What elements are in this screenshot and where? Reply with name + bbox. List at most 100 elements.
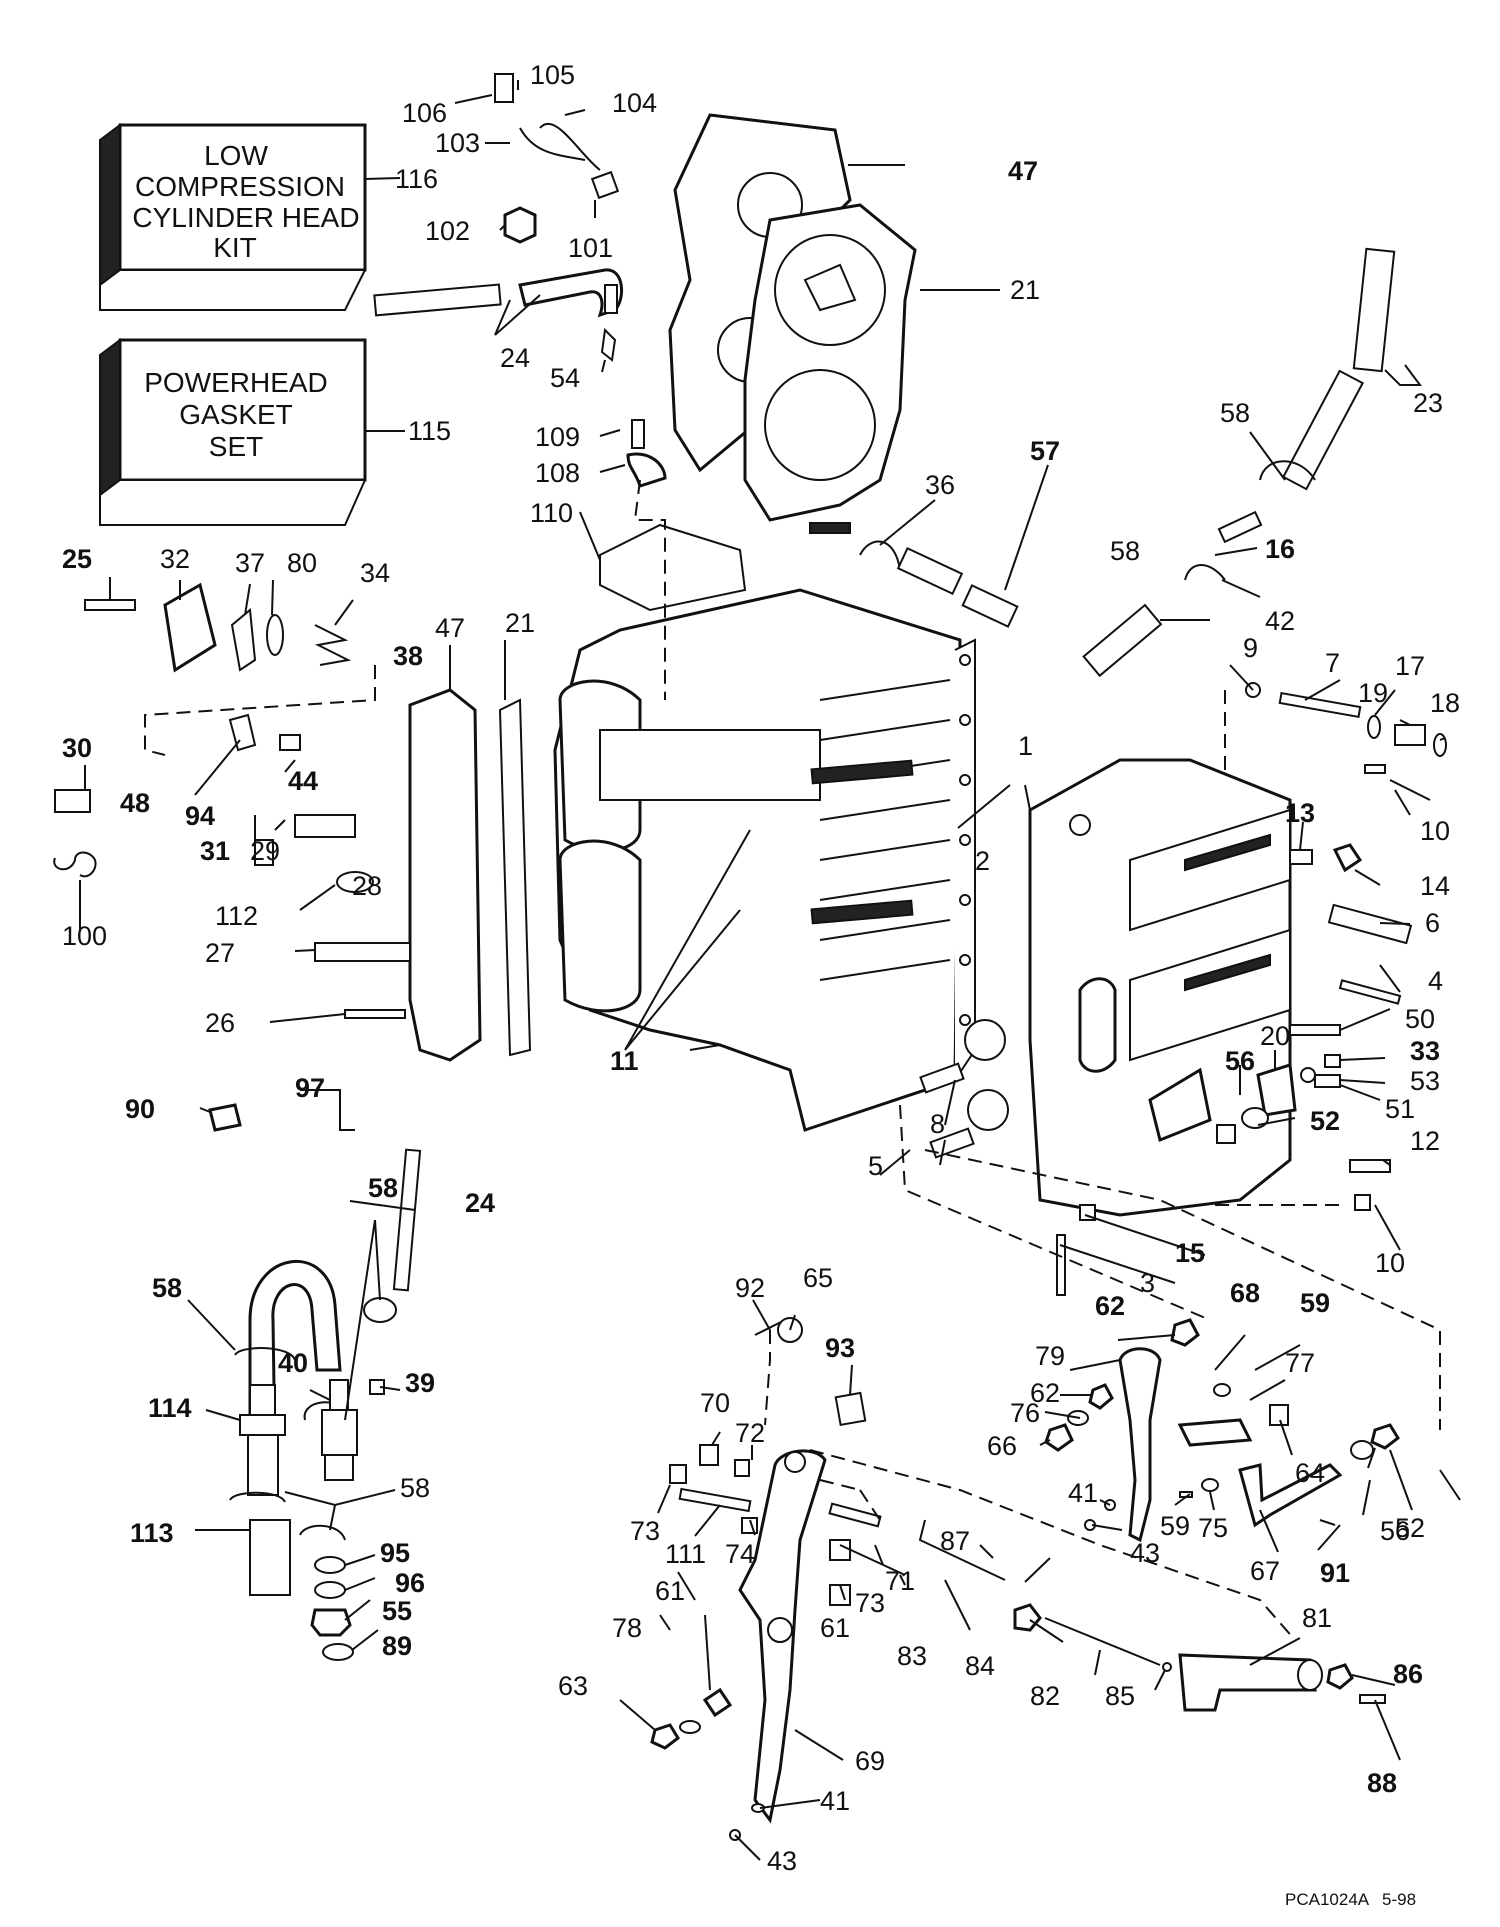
dashed-reference-lines bbox=[144, 479, 1441, 1641]
callout-66: 66 bbox=[987, 1431, 1017, 1461]
kit-line-3: CYLINDER HEAD bbox=[132, 202, 359, 233]
callout-54: 54 bbox=[550, 363, 580, 393]
callout-19: 19 bbox=[1358, 678, 1388, 708]
callout-78: 78 bbox=[612, 1613, 642, 1643]
callout-97: 97 bbox=[295, 1073, 325, 1103]
callout-89: 89 bbox=[382, 1631, 412, 1661]
callout-103: 103 bbox=[435, 128, 480, 158]
callout-16: 16 bbox=[1265, 534, 1295, 564]
callout-95: 95 bbox=[380, 1538, 410, 1568]
callout-62-top: 62 bbox=[1095, 1291, 1125, 1321]
parts-center-lower bbox=[919, 1019, 1096, 1296]
callout-72: 72 bbox=[735, 1418, 765, 1448]
callout-39: 39 bbox=[405, 1368, 435, 1398]
gasket-line-3: SET bbox=[209, 431, 263, 462]
callout-11: 11 bbox=[610, 1046, 639, 1076]
low-compression-kit-box: LOW COMPRESSION CYLINDER HEAD KIT bbox=[99, 123, 367, 311]
callout-10-bottom: 10 bbox=[1375, 1248, 1405, 1278]
callout-92: 92 bbox=[735, 1273, 765, 1303]
callout-25: 25 bbox=[62, 544, 92, 574]
callout-113: 113 bbox=[130, 1518, 174, 1548]
fittings-left bbox=[239, 1379, 385, 1496]
callout-47-left: 47 bbox=[435, 613, 465, 643]
hoses-right-top bbox=[1082, 247, 1396, 678]
callout-12: 12 bbox=[1410, 1126, 1440, 1156]
shaft-assembly bbox=[918, 1519, 1386, 1712]
callout-63: 63 bbox=[558, 1671, 588, 1701]
callout-37: 37 bbox=[235, 548, 265, 578]
callout-80: 80 bbox=[287, 548, 317, 578]
callout-116: 116 bbox=[395, 164, 438, 194]
callout-42: 42 bbox=[1265, 606, 1295, 636]
callout-18: 18 bbox=[1430, 688, 1460, 718]
callout-58-mid: 58 bbox=[1110, 536, 1140, 566]
callout-62-mid: 62 bbox=[1030, 1378, 1060, 1408]
callout-27: 27 bbox=[205, 938, 235, 968]
callout-73-mid: 73 bbox=[855, 1588, 885, 1618]
callout-74: 74 bbox=[725, 1539, 755, 1569]
callout-41-right: 41 bbox=[1068, 1478, 1098, 1508]
callout-21-left: 21 bbox=[505, 608, 535, 638]
callout-65: 65 bbox=[803, 1263, 833, 1293]
callout-68: 68 bbox=[1230, 1278, 1260, 1308]
callout-58-far-left: 58 bbox=[152, 1273, 182, 1303]
callout-52-right: 52 bbox=[1310, 1106, 1340, 1136]
callout-41-bottom: 41 bbox=[820, 1786, 850, 1816]
callout-115: 115 bbox=[408, 416, 451, 446]
callout-93: 93 bbox=[825, 1333, 855, 1363]
parts-left-misc bbox=[53, 713, 411, 1019]
callout-33: 33 bbox=[1410, 1036, 1440, 1066]
callout-67: 67 bbox=[1250, 1556, 1280, 1586]
callout-13: 13 bbox=[1285, 798, 1315, 828]
callout-8: 8 bbox=[930, 1109, 945, 1139]
hoses-left-lower bbox=[208, 1103, 422, 1457]
callout-50: 50 bbox=[1405, 1004, 1435, 1034]
figure-date: 5-98 bbox=[1382, 1890, 1416, 1909]
callout-24-top: 24 bbox=[500, 343, 530, 373]
callout-52-low: 52 bbox=[1395, 1513, 1425, 1543]
callout-58-low: 58 bbox=[400, 1473, 430, 1503]
parts-left-bottom bbox=[229, 1491, 354, 1661]
callout-43-right: 43 bbox=[1130, 1538, 1160, 1568]
callout-15: 15 bbox=[1175, 1238, 1205, 1268]
callout-108: 108 bbox=[535, 458, 580, 488]
callout-14: 14 bbox=[1420, 871, 1450, 901]
callout-75: 75 bbox=[1198, 1513, 1228, 1543]
figure-code: PCA1024A bbox=[1285, 1890, 1370, 1909]
callout-55: 55 bbox=[382, 1596, 412, 1626]
callout-17: 17 bbox=[1395, 651, 1425, 681]
throttle-lever-assembly bbox=[650, 1317, 882, 1841]
callout-84: 84 bbox=[965, 1651, 995, 1681]
kit-line-1: LOW bbox=[204, 140, 268, 171]
callout-34: 34 bbox=[360, 558, 390, 588]
callout-77: 77 bbox=[1285, 1348, 1315, 1378]
callout-58-left: 58 bbox=[368, 1173, 398, 1203]
callout-32: 32 bbox=[160, 544, 190, 574]
callout-36: 36 bbox=[925, 470, 955, 500]
callout-29: 29 bbox=[250, 836, 280, 866]
callout-104: 104 bbox=[612, 88, 657, 118]
leader-lines bbox=[79, 80, 1461, 1861]
callout-1: 1 bbox=[1018, 731, 1033, 761]
callout-21-top: 21 bbox=[1010, 275, 1040, 305]
callout-numbers: 106 105 104 103 116 47 102 101 21 24 54 … bbox=[62, 60, 1460, 1876]
hoses-center bbox=[859, 540, 1019, 628]
callout-94: 94 bbox=[185, 801, 215, 831]
callout-28: 28 bbox=[352, 871, 382, 901]
callout-59-low: 59 bbox=[1160, 1511, 1190, 1541]
callout-79: 79 bbox=[1035, 1341, 1065, 1371]
callout-47-top: 47 bbox=[1008, 156, 1038, 186]
bolts-right bbox=[1245, 682, 1447, 774]
callout-83: 83 bbox=[897, 1641, 927, 1671]
callout-51: 51 bbox=[1385, 1094, 1415, 1124]
callout-71: 71 bbox=[885, 1566, 915, 1596]
crankcase bbox=[1028, 758, 1292, 1217]
callout-9: 9 bbox=[1243, 633, 1258, 663]
callout-102: 102 bbox=[425, 216, 470, 246]
callout-7: 7 bbox=[1325, 648, 1340, 678]
gasket-110 bbox=[599, 523, 747, 612]
callout-43-bottom: 43 bbox=[767, 1846, 797, 1876]
callout-81: 81 bbox=[1302, 1603, 1332, 1633]
callout-2: 2 bbox=[975, 846, 990, 876]
